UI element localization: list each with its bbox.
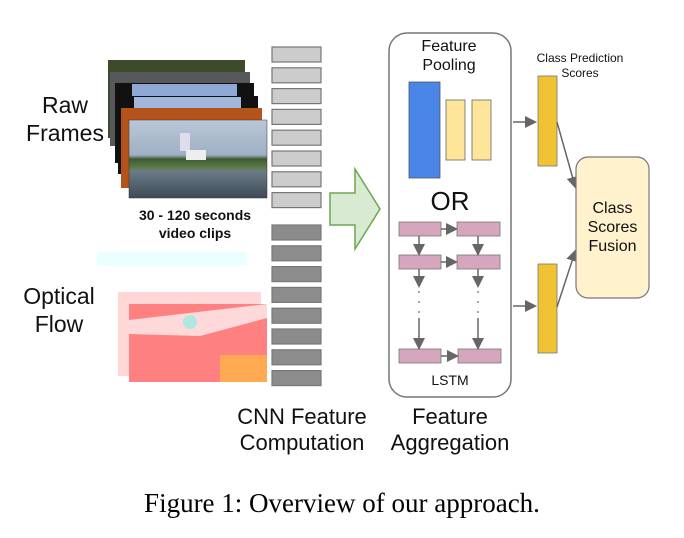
raw-frame-stack xyxy=(108,60,268,199)
label-line: Pooling xyxy=(422,57,476,75)
raw-feature-column xyxy=(271,46,322,209)
flow-feature-box xyxy=(271,266,322,283)
lstm-cell xyxy=(398,348,442,364)
aggregation-arrow-icon xyxy=(329,166,381,252)
lstm-arrows xyxy=(413,223,484,362)
figure-caption: Figure 1: Overview of our approach. xyxy=(144,488,540,518)
optical-flow-stack xyxy=(97,252,267,382)
label-line: Flow xyxy=(34,310,84,337)
lstm-ellipsis xyxy=(418,291,479,313)
raw-feature-box xyxy=(271,87,322,105)
raw-feature-box xyxy=(271,67,322,84)
raw-feature-box xyxy=(271,171,322,188)
flow-thumbnail xyxy=(97,252,247,266)
flow-feature-box xyxy=(271,307,322,324)
label-line: Class xyxy=(592,200,633,217)
flow-feature-box xyxy=(271,370,322,387)
pool-bar-yellow xyxy=(471,99,492,161)
class-prediction-label: Class Prediction Scores xyxy=(525,51,635,81)
rider xyxy=(180,133,190,151)
fusion-box xyxy=(575,156,650,299)
label-line: video clips xyxy=(158,225,232,242)
lstm-cell xyxy=(398,254,442,270)
optical-flow-label: Optical Flow xyxy=(14,283,104,338)
cnn-stage-label: CNN Feature Computation xyxy=(222,404,382,457)
pool-bar-yellow xyxy=(445,99,466,161)
pool-bar-blue xyxy=(408,81,441,179)
raw-feature-box xyxy=(271,46,322,63)
lstm-cell xyxy=(398,221,442,237)
score-bar-raw xyxy=(537,75,558,167)
aggregation-stage-label: Feature Aggregation xyxy=(380,404,520,457)
label-line: Computation xyxy=(239,430,365,456)
flow-feature-box xyxy=(271,224,322,241)
flow-feature-column xyxy=(271,224,322,387)
score-bar-flow xyxy=(537,263,558,354)
flow-feature-box xyxy=(271,328,322,345)
label-line: Fusion xyxy=(588,238,637,256)
boat xyxy=(186,150,206,160)
raw-frames-label: Raw Frames xyxy=(20,92,110,147)
clip-length-label: 30 - 120 seconds video clips xyxy=(115,206,275,242)
raw-feature-box xyxy=(271,108,322,126)
label-line: Scores xyxy=(587,219,638,237)
flow-feature-box xyxy=(271,349,322,366)
raw-feature-box xyxy=(271,192,322,209)
frame-sky xyxy=(134,97,241,111)
label-line: Feature xyxy=(412,404,488,429)
score-arrows xyxy=(513,116,579,312)
flow-feature-box xyxy=(271,245,322,262)
label-line: 30 - 120 seconds xyxy=(138,207,252,223)
fusion-label: Class Scores Fusion xyxy=(576,199,649,257)
flow-feature-box xyxy=(271,286,322,303)
raw-feature-box xyxy=(271,129,322,146)
label-line: Raw xyxy=(41,92,88,118)
label-line: Class Prediction xyxy=(536,51,624,65)
label-line: Optical xyxy=(23,283,95,309)
raw-feature-box xyxy=(271,150,322,167)
label-line: Aggregation xyxy=(390,430,510,456)
lstm-cell xyxy=(456,254,501,270)
lstm-grid xyxy=(398,221,502,364)
label-line: Frames xyxy=(26,119,104,146)
label-line: CNN Feature xyxy=(237,404,367,429)
or-label: OR xyxy=(430,186,470,216)
lstm-cell xyxy=(457,348,502,364)
label-line: Feature xyxy=(421,38,477,55)
lstm-label: LSTM xyxy=(431,372,469,388)
label-line: Scores xyxy=(561,66,599,80)
feature-pooling-label: Feature Pooling xyxy=(399,37,499,75)
lstm-cell xyxy=(456,221,501,237)
